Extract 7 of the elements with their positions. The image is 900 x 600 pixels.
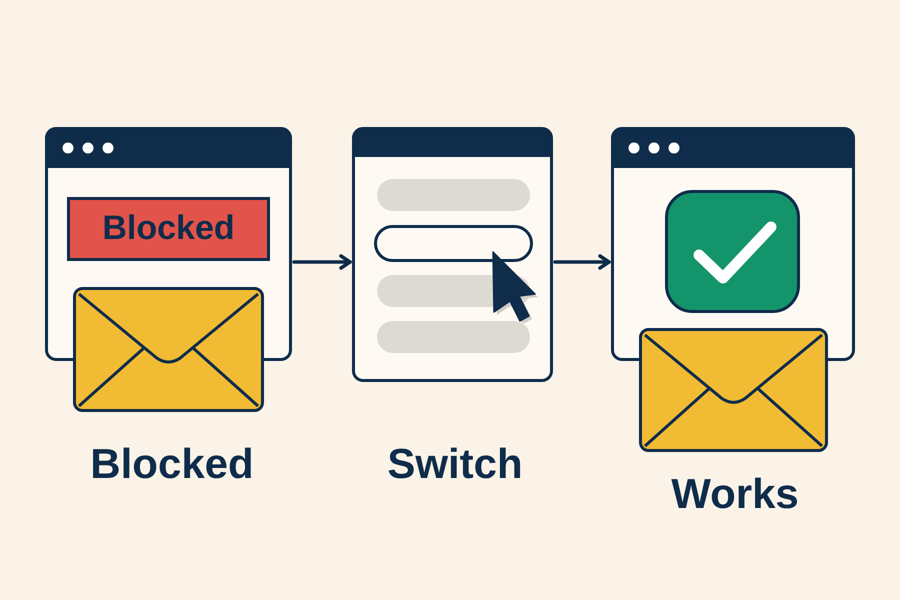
arrow	[292, 254, 352, 270]
arrow	[553, 254, 611, 270]
error-banner: Blocked	[67, 197, 270, 261]
caption-text: Switch	[387, 440, 523, 488]
browser-window	[352, 127, 553, 382]
caption-text: Works	[671, 470, 799, 518]
caption-text: Blocked	[90, 440, 254, 488]
